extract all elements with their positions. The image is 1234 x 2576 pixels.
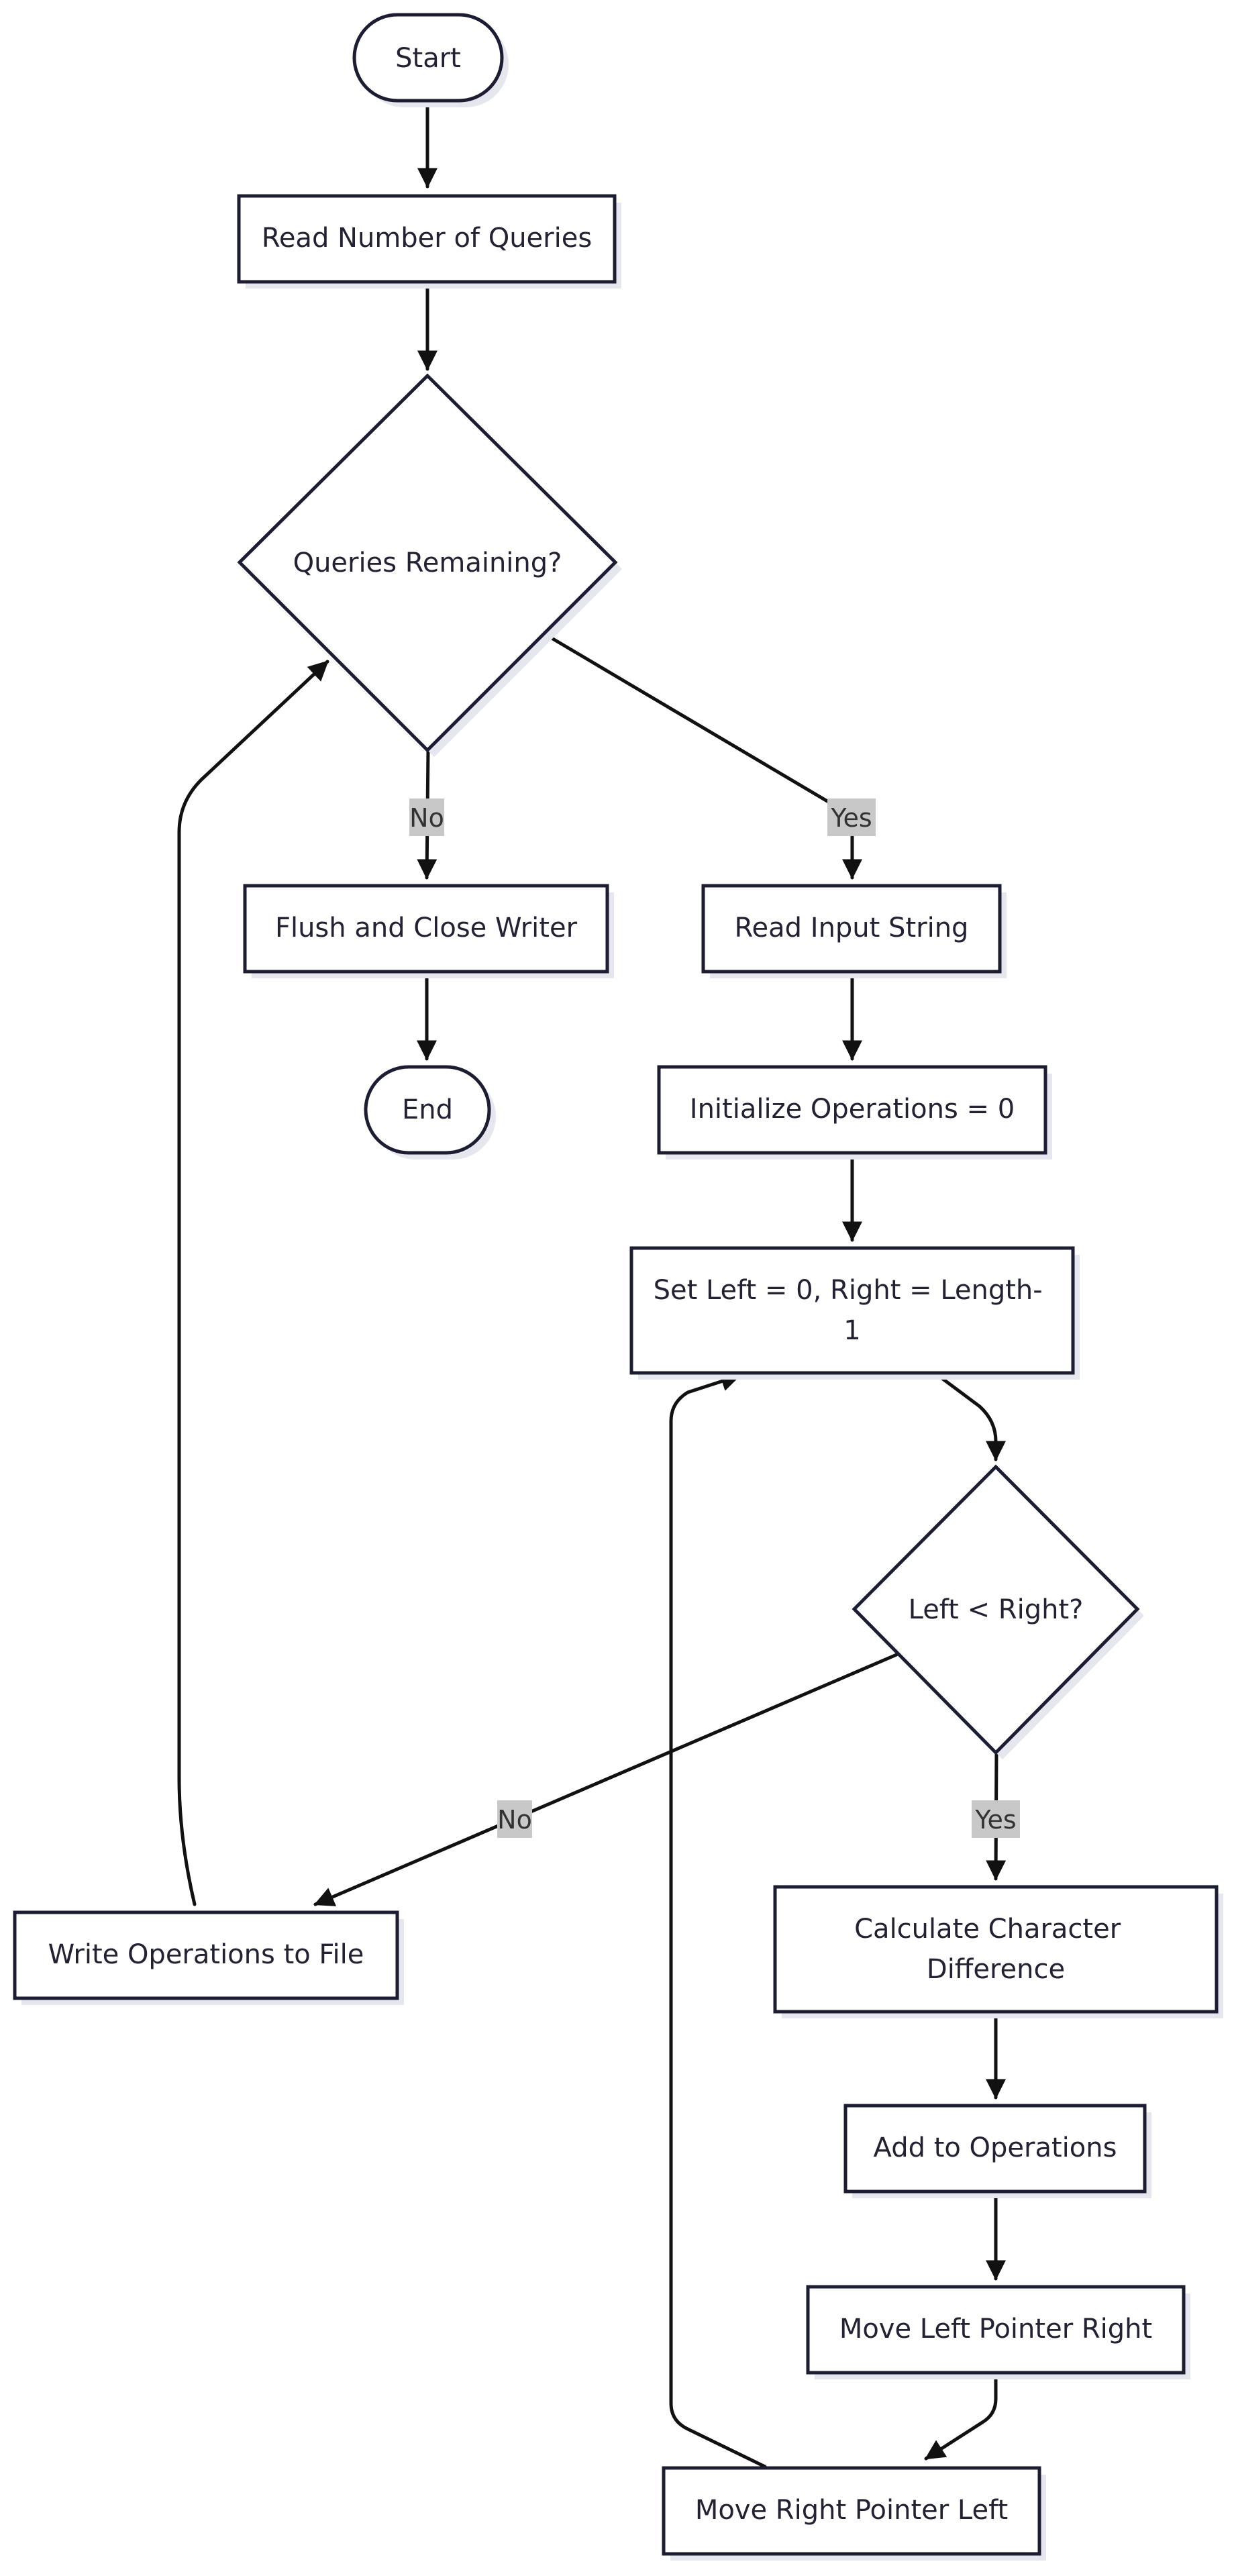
- svg-text:No: No: [409, 803, 444, 833]
- node-init-ops[interactable]: Initialize Operations = 0: [657, 1065, 1052, 1160]
- svg-text:Flush and Close Writer: Flush and Close Writer: [275, 913, 578, 943]
- edges: [177, 99, 1007, 2469]
- edge-label-queries-yes: Yes: [827, 798, 876, 836]
- svg-text:Initialize Operations = 0: Initialize Operations = 0: [690, 1094, 1015, 1125]
- node-flush-close[interactable]: Flush and Close Writer: [243, 884, 614, 978]
- svg-text:End: End: [402, 1094, 453, 1125]
- node-read-queries[interactable]: Read Number of Queries: [237, 194, 621, 289]
- edge-label-loop-yes: Yes: [972, 1800, 1020, 1838]
- svg-text:No: No: [497, 1805, 532, 1835]
- node-read-input[interactable]: Read Input String: [701, 884, 1007, 978]
- edge-set-to-loop-decision: [933, 1371, 1006, 1461]
- edge-label-queries-no: No: [409, 798, 444, 836]
- node-calc-diff[interactable]: Calculate Character Difference: [773, 1885, 1223, 2018]
- svg-text:Move Right Pointer Left: Move Right Pointer Left: [695, 2495, 1008, 2526]
- svg-text:Yes: Yes: [830, 803, 872, 833]
- node-move-left[interactable]: Move Left Pointer Right: [806, 2285, 1190, 2379]
- svg-text:Read Number of Queries: Read Number of Queries: [262, 223, 592, 254]
- svg-text:Queries Remaining?: Queries Remaining?: [293, 548, 562, 578]
- node-start[interactable]: Start: [352, 13, 509, 107]
- svg-text:Yes: Yes: [974, 1805, 1016, 1835]
- svg-text:Write Operations to File: Write Operations to File: [48, 1939, 364, 1970]
- edge-label-loop-no: No: [497, 1800, 532, 1838]
- svg-text:Add to Operations: Add to Operations: [874, 2132, 1117, 2163]
- edge-move-right-to-set: [669, 1372, 767, 2469]
- svg-text:Move Left Pointer Right: Move Left Pointer Right: [839, 2314, 1152, 2345]
- node-queries-remaining[interactable]: Queries Remaining?: [237, 373, 622, 757]
- node-add-ops[interactable]: Add to Operations: [843, 2104, 1151, 2198]
- node-left-lt-right[interactable]: Left < Right?: [852, 1464, 1144, 1759]
- svg-text:Start: Start: [395, 43, 461, 74]
- edge-loop-decision-to-write: [313, 1653, 898, 1906]
- svg-text:Set Left = 0, Right = Length-: Set Left = 0, Right = Length- 1: [654, 1275, 1051, 1346]
- svg-text:Left < Right?: Left < Right?: [909, 1594, 1084, 1625]
- node-end[interactable]: End: [364, 1065, 496, 1160]
- svg-text:Calculate Character Diff: Calculate Character Difference: [854, 1914, 1129, 1985]
- node-write-ops[interactable]: Write Operations to File: [13, 1910, 404, 2005]
- edge-move-left-to-move-right: [924, 2371, 998, 2461]
- edge-write-to-decision: [177, 660, 329, 1906]
- node-move-right[interactable]: Move Right Pointer Left: [662, 2466, 1046, 2561]
- svg-text:Read Input String: Read Input String: [735, 913, 969, 943]
- node-set-left-right[interactable]: Set Left = 0, Right = Length- 1: [629, 1246, 1080, 1380]
- edge-decision-to-read-input: [543, 632, 862, 880]
